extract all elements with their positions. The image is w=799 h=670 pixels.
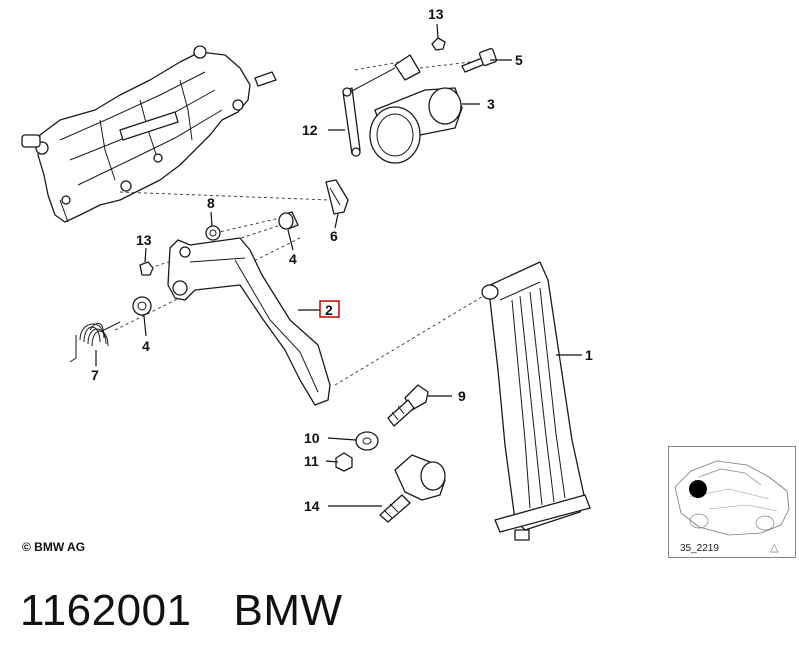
screw-5 — [461, 47, 498, 73]
pedal-sensor — [369, 54, 463, 164]
nut-11 — [335, 452, 353, 472]
label-9: 9 — [458, 388, 466, 404]
highlight-box — [319, 300, 340, 318]
car-thumbnail — [674, 460, 790, 536]
label-6: 6 — [330, 228, 338, 244]
bushing-4-lower — [132, 296, 152, 316]
label-4b: 4 — [142, 338, 150, 354]
location-marker-icon — [689, 480, 707, 498]
pedal-bracket — [21, 45, 277, 223]
label-2[interactable]: 2 — [325, 302, 333, 318]
nut-13-left — [139, 261, 154, 276]
inset-code: 35_2219 — [680, 543, 719, 554]
label-13a: 13 — [428, 6, 444, 22]
label-4a: 4 — [289, 251, 297, 267]
callout-labels: 1 2 3 4 4 5 6 7 8 9 10 11 12 13 13 14 — [91, 6, 593, 514]
bushing-8 — [205, 225, 221, 241]
bushing-4-upper — [278, 211, 299, 230]
location-inset — [668, 446, 796, 558]
spring-7 — [69, 321, 121, 363]
warning-triangle-icon: △ — [770, 542, 779, 554]
bolt-9 — [387, 384, 429, 427]
clip-6 — [325, 179, 349, 215]
brand-name: BMW — [233, 586, 343, 635]
label-11: 11 — [304, 453, 319, 469]
copyright-notice: © BMW AG — [22, 540, 86, 554]
label-5: 5 — [515, 52, 523, 68]
part-number: 1162001 — [20, 586, 192, 635]
washer-10 — [355, 431, 379, 451]
accelerator-pedal — [481, 261, 591, 541]
label-13b: 13 — [136, 232, 152, 248]
label-10: 10 — [304, 430, 320, 446]
footer-caption: 1162001 BMW — [20, 586, 343, 636]
label-12: 12 — [302, 122, 318, 138]
ball-stud-14 — [379, 454, 446, 523]
label-7: 7 — [91, 367, 99, 383]
label-14: 14 — [304, 498, 320, 514]
pedal-arm — [167, 237, 331, 406]
label-8: 8 — [207, 195, 215, 211]
leader-lines — [95, 23, 582, 507]
link-rod — [342, 67, 396, 157]
nut-13-top — [431, 37, 446, 51]
label-3: 3 — [487, 96, 495, 112]
label-1: 1 — [585, 347, 593, 363]
